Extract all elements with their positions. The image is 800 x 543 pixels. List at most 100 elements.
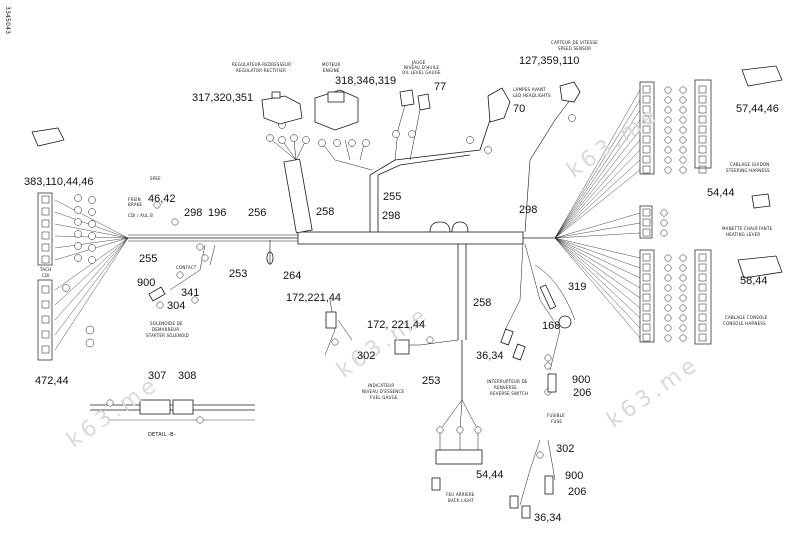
callout-307: 307	[148, 370, 167, 382]
wire-pin	[484, 146, 492, 154]
wire-pin	[74, 218, 82, 226]
wire-pin	[679, 304, 687, 312]
wire-pin	[176, 271, 184, 279]
pin-box	[642, 218, 651, 227]
pin-box	[642, 165, 651, 174]
pin-box	[698, 125, 707, 134]
callout-36b: 36,34	[534, 512, 562, 524]
wire-pin	[474, 426, 482, 434]
wire-pin	[679, 166, 687, 174]
caption-reverse-switch: REVERSE SWITCH	[490, 391, 529, 396]
wire-pin	[436, 426, 444, 434]
wire-pin	[88, 256, 96, 264]
wire-pin	[191, 296, 199, 304]
wire-pin	[278, 136, 286, 144]
pin-box	[41, 330, 50, 339]
callout-127: 127,359,110	[519, 55, 580, 67]
wire-pin	[392, 130, 400, 138]
wire-pin	[153, 201, 161, 209]
callout-172a: 172,221,44	[286, 292, 342, 304]
heated-lever-picto	[751, 193, 771, 209]
wire-pin	[74, 206, 82, 214]
wire-pin	[74, 254, 82, 262]
connector-383	[37, 192, 53, 266]
pin-box	[41, 243, 50, 252]
callout-341: 341	[181, 287, 200, 299]
pin-box	[642, 95, 651, 104]
engine-connector	[314, 89, 359, 131]
pin-box	[698, 333, 707, 342]
pin-box	[698, 105, 707, 114]
caption-interrupteur: INTERRUPTEUR DE	[487, 379, 528, 384]
callout-319: 319	[568, 281, 587, 293]
wire-pin	[664, 274, 672, 282]
caption-led-lights: LED HEADLIGHTS	[513, 93, 551, 98]
callout-168: 168	[542, 320, 561, 332]
callout-46: 46,42	[148, 193, 176, 205]
pin-box	[642, 135, 651, 144]
wire-pin	[88, 196, 96, 204]
pin-box	[698, 293, 707, 302]
wire-pin	[266, 134, 274, 142]
caption-detail-b: DETAIL -B-	[148, 432, 176, 438]
caption-starter-solenoid: STARTER SOLENOID	[146, 333, 189, 338]
pin-box	[642, 313, 651, 322]
fuse-holder-b	[544, 475, 554, 495]
caption-capteur: CAPTEUR DE VITESSE	[551, 40, 598, 45]
caption-fusible: FUSIBLE	[547, 413, 565, 418]
caption-speed-sensor: SPEED SENSOR	[558, 46, 592, 51]
wire-pin	[664, 314, 672, 322]
fuse-holder-a	[547, 373, 557, 393]
caption-niveau-huile: NIVEAU D'HUILE	[404, 65, 440, 70]
caption-fuel-gauge: FUEL GAUGE	[370, 395, 398, 400]
caption-niveau-essence: NIVEAU D'ESSENCE	[362, 389, 405, 394]
caption-console-harness: CONSOLE HARNESS	[723, 321, 766, 326]
back-light	[431, 477, 441, 491]
callout-302b: 302	[556, 443, 575, 455]
caption-solenoide: SOLENOIDE DE	[150, 321, 183, 326]
connector-172-a	[325, 311, 337, 329]
wire-pin	[85, 325, 95, 335]
pin-box	[41, 207, 50, 216]
callout-206b: 206	[568, 486, 587, 498]
doc-code: 3345043	[4, 6, 11, 35]
wire-pin	[466, 136, 474, 144]
caption-cdi-ab: CDI / AUL B	[128, 213, 154, 218]
caption-manette: MANETTE CHAUFFANTE	[722, 226, 773, 231]
reverse-switch	[500, 328, 514, 346]
caption-frein: FREIN	[128, 197, 141, 202]
caption-oil-level: OIL LEVEL GAUGE	[402, 70, 441, 75]
regulator-rectifier	[261, 95, 303, 125]
callout-70: 70	[513, 103, 526, 115]
wire-pin	[106, 399, 114, 407]
wire-pin	[88, 244, 96, 252]
caption-regulator: REGULATOR-RECTIFIER	[236, 68, 287, 73]
pin-box	[698, 145, 707, 154]
wire-pin	[196, 243, 204, 251]
pin-box	[642, 323, 651, 332]
wire-pin	[568, 114, 576, 122]
wire-pin	[318, 139, 326, 147]
oil-level-gauge	[399, 89, 431, 111]
caption-indicateur: INDICATEUR	[368, 383, 395, 388]
wire-pin	[544, 362, 552, 370]
starter-solenoid	[148, 286, 166, 302]
wire-pin	[156, 301, 164, 309]
back-light-connector	[435, 449, 483, 465]
pin-box	[698, 253, 707, 262]
connector-472	[37, 279, 53, 361]
wire-pin	[679, 126, 687, 134]
wire-pin	[74, 230, 82, 238]
caption-cablage-guidon: CABLAGE GUIDON	[730, 162, 770, 167]
wire-pin	[456, 426, 464, 434]
pin-box	[41, 345, 50, 354]
wire-pin	[348, 139, 356, 147]
callout-58: 58,44	[740, 275, 768, 287]
wire-pin	[664, 294, 672, 302]
wire-pin	[664, 126, 672, 134]
console-connector-picto	[737, 255, 783, 279]
pin-box	[698, 135, 707, 144]
wire-pin	[679, 86, 687, 94]
pin-box	[698, 115, 707, 124]
